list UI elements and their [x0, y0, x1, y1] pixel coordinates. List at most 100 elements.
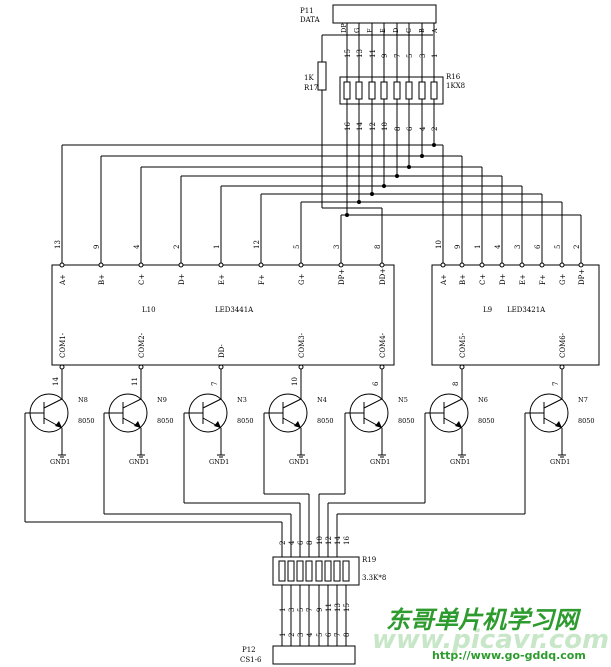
l10-value: LED3441A — [215, 306, 254, 314]
r19-bottom-pin: 11 — [325, 603, 333, 612]
p11-pin-label: F — [366, 28, 374, 33]
r19-element — [278, 560, 286, 582]
r19-element — [287, 560, 295, 582]
ground-label: GND1 — [550, 458, 570, 466]
pin-marker — [218, 364, 224, 370]
r19-top-pin: 4 — [288, 540, 296, 545]
l10-seg-label: C+ — [138, 274, 146, 285]
l9-seg-pin: 6 — [534, 244, 542, 249]
p12-ref: P12 — [242, 646, 256, 654]
l10-seg-label: G+ — [298, 273, 306, 285]
emitter-arrow — [555, 421, 562, 428]
emitter-arrow — [455, 421, 462, 428]
pin-marker — [519, 262, 525, 268]
l9-common-pin: 8 — [452, 382, 460, 386]
l10-common-pin: 6 — [372, 381, 380, 386]
l10-seg-label: D+ — [178, 273, 186, 285]
transistor-type: 8050 — [78, 417, 95, 425]
r16-top-pin: 13 — [356, 49, 364, 58]
l10-seg-label: F+ — [258, 274, 266, 285]
r19-ref: R19 — [362, 556, 376, 564]
segment-bus-wiring — [61, 99, 582, 265]
pin-marker — [218, 262, 224, 268]
transistor-collector — [122, 398, 142, 409]
r19-bottom-pin: 3 — [288, 608, 296, 612]
ground-label: GND1 — [129, 458, 149, 466]
r17-resistor: 1K R17 — [304, 34, 433, 209]
l10-seg-label: DP+ — [338, 269, 346, 285]
pin-marker — [499, 262, 505, 268]
p11-ref: P11 — [300, 7, 314, 15]
transistor-ref: N9 — [157, 396, 167, 404]
l10-seg-pin: 13 — [54, 240, 62, 249]
p12-pin: 3 — [297, 633, 305, 637]
pin-marker — [459, 364, 465, 370]
npn-transistor: GND1 N7 8050 — [525, 369, 595, 466]
l10-ref: L10 — [142, 306, 156, 314]
pin-marker — [440, 262, 446, 268]
l10-seg-label: A+ — [59, 274, 67, 286]
transistor-type: 8050 — [478, 417, 495, 425]
p11-pin-label: E — [379, 28, 387, 33]
transistor-ref: N6 — [478, 396, 488, 404]
l10-common-pin: 11 — [131, 377, 139, 386]
l10-seg-pin: 4 — [133, 244, 141, 249]
l9-seg-pin: 1 — [474, 245, 482, 249]
transistor-collector — [543, 398, 563, 409]
l9-seg-label: A+ — [440, 274, 448, 286]
l9-seg-label: D+ — [499, 273, 507, 285]
l9-seg-pin: 5 — [554, 245, 562, 249]
l10-seg-pin: 12 — [253, 240, 261, 249]
l10-common-pin: 10 — [291, 377, 299, 386]
l9-common-label: COM6- — [559, 332, 567, 358]
transistor-ref: N4 — [317, 396, 327, 404]
emitter-arrow — [375, 421, 382, 428]
l10-common-pin: 7 — [211, 382, 219, 386]
l10-seg-pin: 3 — [333, 245, 341, 249]
l9-seg-label: B+ — [459, 274, 467, 285]
pin-marker — [379, 364, 385, 370]
pin-marker — [98, 262, 104, 268]
pin-marker — [298, 364, 304, 370]
l10-common-label: COM3- — [298, 332, 306, 358]
l9-seg-label: F+ — [539, 274, 547, 285]
r19-element — [305, 560, 313, 582]
r19-top-pin: 6 — [297, 540, 305, 545]
pin-marker — [138, 364, 144, 370]
ground-label: GND1 — [50, 458, 70, 466]
r16-top-pin: 5 — [406, 54, 414, 58]
ground-label: GND1 — [209, 458, 229, 466]
r19-bottom-pin: 1 — [279, 608, 287, 612]
l10-common-label: COM4- — [379, 332, 387, 358]
pin-marker — [298, 262, 304, 268]
transistor-type: 8050 — [578, 417, 595, 425]
l10-seg-pin: 2 — [173, 245, 181, 249]
r17-value: 1K — [304, 74, 314, 82]
transistor-type: 8050 — [157, 417, 174, 425]
ground-label: GND1 — [289, 458, 309, 466]
r16-element — [430, 81, 438, 100]
junction-dot — [357, 200, 361, 204]
emitter-arrow — [55, 421, 62, 428]
l9-seg-label: G+ — [559, 273, 567, 285]
r16-bottom-pin: 10 — [381, 122, 389, 131]
r19-bottom-pin: 9 — [316, 608, 324, 612]
pin-marker — [258, 262, 264, 268]
p12-connector: P12 CS1-6 — [240, 645, 356, 665]
r19-top-pin: 10 — [316, 536, 324, 545]
r19-bottom-pin: 13 — [334, 603, 342, 612]
pin-marker — [559, 262, 565, 268]
r19-bottom-pin: 5 — [297, 608, 305, 612]
l9-segment-pins: 10A+9B+1C+4D+3E+6F+5G+2DP+ — [435, 240, 586, 286]
r19-top-pin: 16 — [343, 536, 351, 545]
l10-seg-label: DD+ — [379, 268, 387, 285]
transistor-ref: N7 — [578, 396, 588, 404]
